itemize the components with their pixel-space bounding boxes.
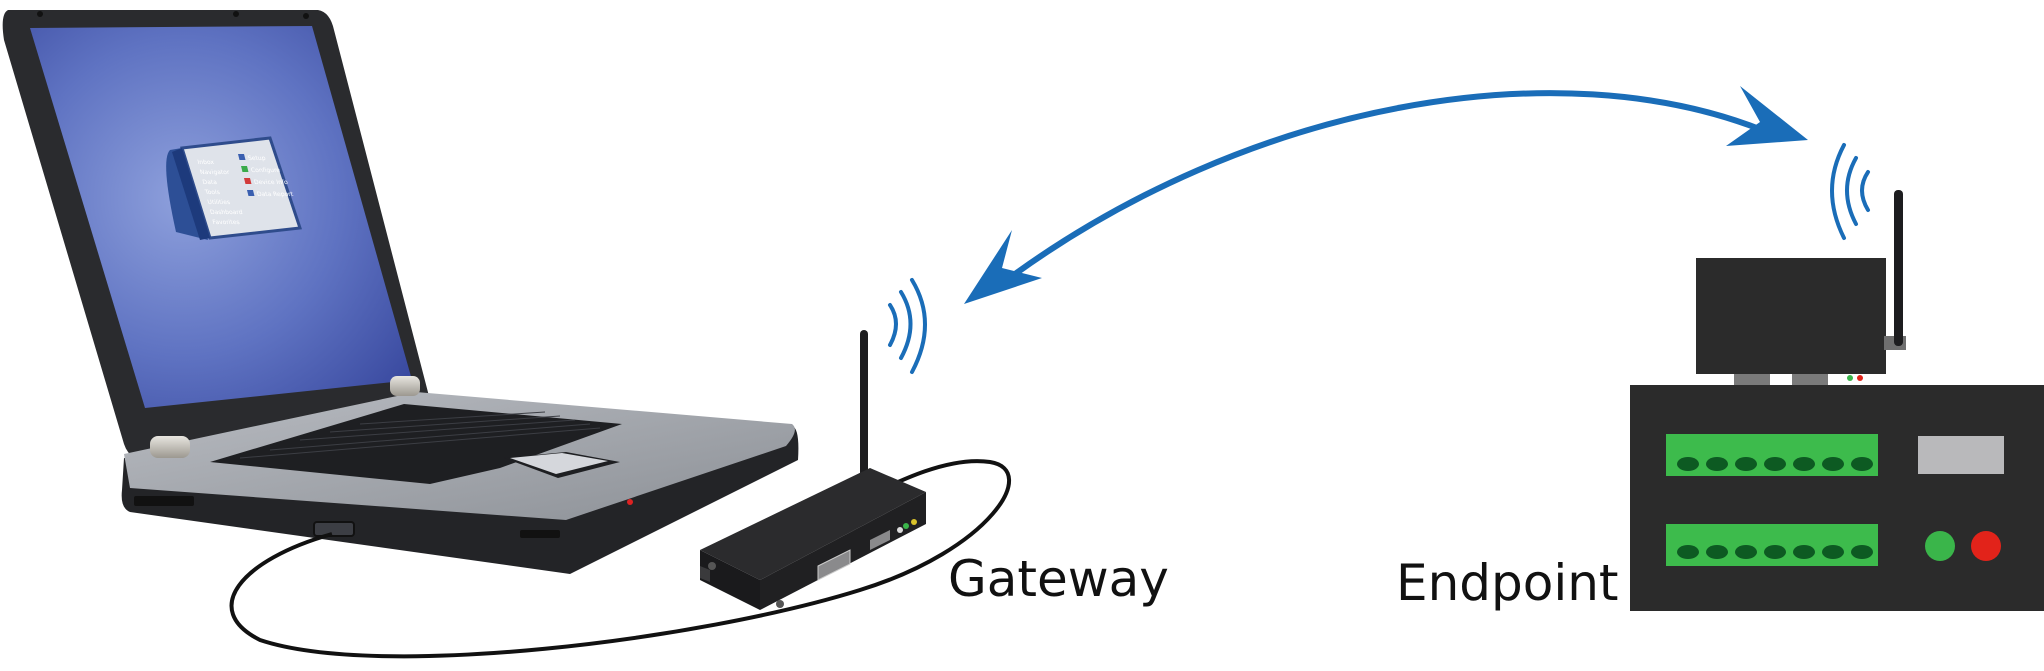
arrowhead-right-icon <box>1726 86 1808 146</box>
wireless-link-arrow <box>964 86 1808 304</box>
endpoint-radio-module <box>1696 258 1886 374</box>
screen-menu-item: Utilities <box>207 199 231 206</box>
endpoint-wifi-icon <box>1830 143 1870 240</box>
screen-app-button: Setup <box>247 155 266 162</box>
arrowhead-left-icon <box>964 230 1042 304</box>
endpoint-led-green <box>1925 531 1955 561</box>
screen-app-button: Device Info <box>253 179 289 186</box>
gateway-wifi-icon <box>888 278 927 374</box>
laptop-hinge-right <box>390 376 420 396</box>
gateway-serial-port <box>817 549 851 581</box>
endpoint-led-red <box>1971 531 2001 561</box>
gateway-antenna <box>860 330 868 482</box>
screen-menu-item: Favorites <box>212 219 241 226</box>
gateway-label: Gateway <box>948 550 1169 608</box>
screen-menu-item: Data <box>202 179 218 186</box>
gateway-led-red <box>911 519 917 525</box>
endpoint-device <box>1630 190 2044 611</box>
laptop-vents <box>134 496 560 538</box>
screen-menu-item: Inbox <box>197 159 215 166</box>
gateway-device <box>700 330 926 610</box>
keyboard-keys <box>239 411 601 459</box>
screen-app-menu: Inbox Navigator Data Tools Utilities Das… <box>197 159 244 226</box>
endpoint-label: Endpoint <box>1396 554 1619 612</box>
laptop-usb-plug <box>313 521 355 537</box>
screen-app-window: Inbox Navigator Data Tools Utilities Das… <box>166 136 303 240</box>
screen-menu-item: Dashboard <box>209 209 243 216</box>
endpoint-antenna <box>1894 190 1903 346</box>
endpoint-display <box>1918 436 2004 474</box>
laptop: Inbox Navigator Data Tools Utilities Das… <box>2 10 799 574</box>
gateway-led-green <box>903 523 909 529</box>
screen-menu-item: Navigator <box>199 169 231 176</box>
screen-app-button: Configure <box>250 167 281 174</box>
usb-cable <box>229 459 1011 659</box>
terminal-block-bottom <box>1666 524 1878 566</box>
screen-app-button: Data Report <box>256 191 294 198</box>
laptop-hinge-left <box>150 436 190 458</box>
endpoint-controller <box>1630 385 2044 611</box>
screen-app-buttons: Setup Configure Device Info Data Report <box>238 154 295 198</box>
screen-menu-item: Tools <box>203 189 220 196</box>
